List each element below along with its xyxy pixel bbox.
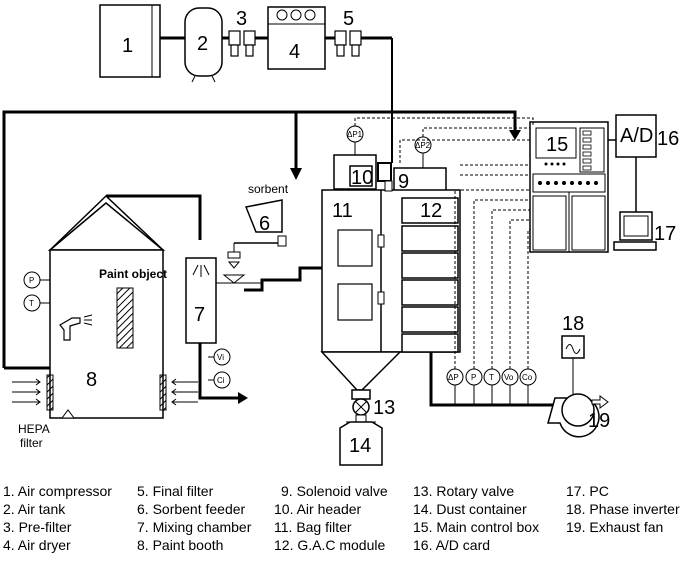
gauge-t2: T [489,373,494,382]
label-12: 12 [420,200,442,222]
label-5: 5 [343,8,354,30]
legend-9: 9. Solenoid valve [281,483,388,499]
ad-card: A/D 16 [608,114,679,212]
label-18: 18 [562,313,584,335]
legend-4: 4. Air dryer [3,537,71,553]
legend-18: 18. Phase inverter [566,501,680,517]
gauge-dp2: ΔP2 [415,141,431,150]
label-6: 6 [259,213,270,235]
legend-8: 8. Paint booth [137,537,223,553]
mixing-chamber: 7 Vi Ci [185,257,231,398]
final-filter: 5 [334,8,362,57]
main-control-box: 15 [529,121,609,253]
label-2: 2 [197,33,208,55]
legend-3: 3. Pre-filter [3,519,72,535]
exhaust-fan: 19 [547,393,610,438]
label-4: 4 [289,41,300,63]
legend: 1. Air compressor 2. Air tank 3. Pre-fil… [3,483,680,553]
dust-container: 14 [339,414,383,466]
legend-19: 19. Exhaust fan [566,519,663,535]
air-header-and-solenoid: 10 9 [349,140,409,193]
booth-gauges: P T [23,271,50,312]
gac-module: 12 [401,197,459,353]
paint-object-label: Paint object [99,267,167,281]
air-dryer: 4 [267,6,326,70]
pre-filter: 3 [228,8,256,57]
label-8: 8 [86,369,97,391]
gauge-dp1: ΔP1 [347,130,363,139]
pc: 17 [613,211,676,251]
label-11: 11 [332,200,353,222]
gauge-ci: Ci [217,376,225,385]
label-1: 1 [122,35,133,57]
label-13: 13 [373,397,395,419]
ad-label: A/D [620,125,653,147]
legend-1: 1. Air compressor [3,483,112,499]
legend-5: 5. Final filter [137,483,214,499]
outlet-gauges: ΔP P T Vo Co [446,368,537,405]
legend-15: 15. Main control box [413,519,539,535]
label-7: 7 [194,304,205,326]
legend-10: 10. Air header [274,501,362,517]
gauge-p: P [29,276,34,285]
phase-inverter: 18 [561,313,585,394]
legend-17: 17. PC [566,483,609,499]
hepa-label-1: HEPA [18,422,50,436]
sorbent-label: sorbent [248,182,289,196]
legend-16: 16. A/D card [413,537,490,553]
gauge-dp: ΔP [448,373,459,382]
legend-6: 6. Sorbent feeder [137,501,246,517]
paint-booth: Paint object 8 HEPA filter [12,194,198,450]
signal-lines [354,117,534,369]
hepa-label-2: filter [20,436,43,450]
label-14: 14 [349,435,371,457]
gauge-p2: P [471,373,476,382]
legend-7: 7. Mixing chamber [137,519,252,535]
label-19: 19 [588,410,610,432]
legend-13: 13. Rotary valve [413,483,514,499]
air-tank: 2 [184,7,223,83]
label-15: 15 [546,134,568,156]
label-10: 10 [351,167,373,189]
gauge-vi: Vi [217,353,224,362]
label-9: 9 [398,171,409,193]
legend-12: 12. G.A.C module [274,537,385,553]
gauge-t: T [29,299,34,308]
air-compressor: 1 [99,4,161,78]
gauge-co: Co [522,373,533,382]
label-17: 17 [654,223,676,245]
legend-11: 11. Bag filter [274,519,352,535]
label-16: 16 [657,128,679,150]
gauge-vo: Vo [504,373,514,382]
label-3: 3 [236,8,247,30]
sorbent-feeder: sorbent 6 [216,182,289,284]
duct-lines [2,110,555,407]
legend-14: 14. Dust container [413,501,527,517]
legend-2: 2. Air tank [3,501,66,517]
